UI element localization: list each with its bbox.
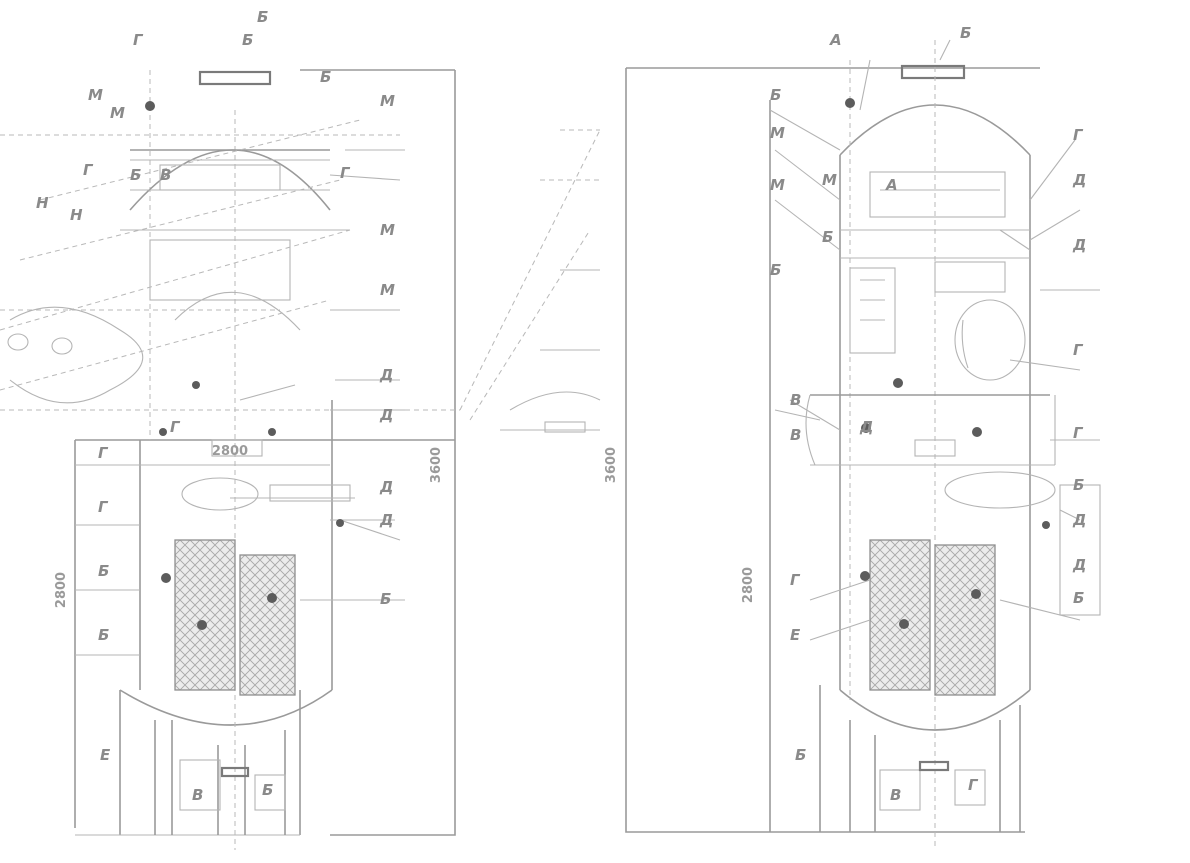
dimension-label-2: 3600 — [604, 447, 619, 483]
left-callout-2: Г — [133, 31, 144, 49]
left-callout-18: Г — [98, 444, 109, 462]
left-callout-24: Б — [380, 590, 391, 608]
left-callout-1: Б — [257, 8, 268, 26]
left-callout-17: Д — [379, 406, 393, 424]
left-callout-20: Б — [98, 562, 109, 580]
right-callout-13: Г — [1073, 341, 1084, 359]
right-callout-5: М — [770, 176, 785, 194]
left-callout-23: Д — [379, 511, 393, 529]
right-callout-1: А — [829, 31, 842, 49]
dimension-label-1: 3600 — [429, 447, 444, 483]
left-callout-25: Е — [100, 746, 111, 764]
right-vessel-view — [459, 39, 1101, 850]
left-callout-16: Д — [379, 366, 393, 384]
left-vessel-view — [0, 69, 460, 850]
left-callout-26: Б — [262, 781, 273, 799]
left-callout-3: Б — [242, 31, 253, 49]
left-callout-12: В — [160, 166, 171, 184]
left-callout-19: Г — [98, 498, 109, 516]
right-callout-26: Д — [859, 418, 873, 436]
left-callout-9: Н — [70, 206, 83, 224]
left-callout-21: Б — [98, 626, 109, 644]
dimension-label-4: 2800 — [741, 567, 756, 603]
right-callout-4: М — [770, 124, 785, 142]
right-callout-25: Г — [968, 776, 979, 794]
right-callout-2: Б — [960, 24, 971, 42]
right-callout-12: Д — [1072, 236, 1086, 254]
dimension-labels: 3600 3600 2800 2800 2800 — [54, 444, 756, 608]
dimension-label-5: 2800 — [212, 444, 248, 459]
dimension-label-3: 2800 — [54, 572, 69, 608]
right-callout-9: А — [885, 176, 898, 194]
right-callout-15: Б — [1073, 476, 1084, 494]
right-callout-23: Б — [795, 746, 806, 764]
left-callout-7: М — [380, 92, 395, 110]
right-callout-18: Б — [1073, 589, 1084, 607]
left-callout-13: Г — [340, 164, 351, 182]
left-callout-8: Н — [36, 194, 49, 212]
right-callout-17: Д — [1072, 556, 1086, 574]
left-callout-14: М — [380, 221, 395, 239]
right-callout-3: Б — [770, 86, 781, 104]
right-callout-8: Б — [770, 261, 781, 279]
right-callout-24: В — [890, 786, 901, 804]
left-callout-5: М — [88, 86, 103, 104]
right-callout-6: М — [822, 171, 837, 189]
left-callout-10: Г — [83, 161, 94, 179]
left-callout-4: Б — [320, 68, 331, 86]
right-callout-20: В — [790, 426, 801, 444]
right-callout-14: Г — [1073, 424, 1084, 442]
right-callout-19: В — [790, 391, 801, 409]
right-callout-10: Г — [1073, 126, 1084, 144]
left-callout-22: Д — [379, 478, 393, 496]
left-callout-28: Г — [170, 418, 181, 436]
right-callout-21: Г — [790, 571, 801, 589]
left-callout-15: М — [380, 281, 395, 299]
right-callout-22: Е — [790, 626, 801, 644]
right-callout-16: Д — [1072, 511, 1086, 529]
right-callout-11: Д — [1072, 171, 1086, 189]
right-callout-7: Б — [822, 228, 833, 246]
left-callout-27: В — [192, 786, 203, 804]
left-callout-6: М — [110, 104, 125, 122]
left-callout-11: Б — [130, 166, 141, 184]
